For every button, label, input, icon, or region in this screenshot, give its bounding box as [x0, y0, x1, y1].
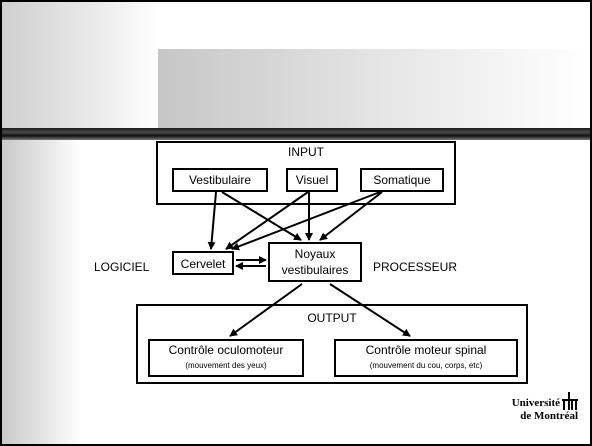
arrow-vestibulaire-cervelet	[207, 191, 217, 250]
output-label: OUTPUT	[307, 311, 357, 325]
somatique-box	[360, 168, 444, 192]
oculomoteur-subtitle: (mouvement des yeux)	[185, 361, 267, 370]
logo-line2: de Montréal	[520, 410, 578, 422]
top-left-gradient	[2, 2, 160, 128]
universite-de-montreal-logo: Université de Montréal	[468, 392, 578, 431]
header-gradient-band	[158, 49, 590, 128]
arrow-noyaux-spinal	[329, 283, 411, 337]
oculomoteur-box	[148, 339, 304, 377]
noyaux-line2: vestibulaires	[281, 263, 349, 277]
cervelet-label: Cervelet	[180, 257, 226, 271]
logo-text: Université	[512, 397, 560, 410]
somatique-label: Somatique	[373, 173, 431, 187]
cervelet-box	[172, 251, 234, 275]
spinal-subtitle: (mouvement du cou, corps, etc)	[369, 361, 483, 370]
spinal-title: Contrôle moteur spinal	[365, 343, 487, 357]
noyaux-line1: Noyaux	[294, 247, 336, 261]
building-icon	[562, 392, 578, 410]
arrow-visuel-cervelet	[225, 191, 309, 250]
logiciel-label: LOGICIEL	[94, 260, 150, 274]
header-divider-bar	[2, 128, 590, 140]
oculomoteur-title: Contrôle oculomoteur	[168, 343, 284, 357]
arrow-somatique-noyaux	[319, 191, 383, 241]
spinal-box	[334, 339, 518, 377]
arrow-noyaux-oculomoteur	[229, 283, 303, 337]
logo-text-2: de Montréal	[520, 410, 578, 423]
arrow-somatique-cervelet	[231, 191, 381, 251]
arrow-vestibulaire-noyaux	[221, 191, 302, 241]
visuel-box	[286, 168, 338, 192]
vestibulaire-box	[172, 168, 268, 192]
processeur-label: PROCESSEUR	[373, 260, 458, 274]
noyaux-box	[268, 242, 362, 282]
input-label: INPUT	[288, 145, 324, 159]
visuel-label: Visuel	[295, 173, 329, 187]
vestibulaire-label: Vestibulaire	[188, 173, 252, 187]
left-gradient-strip	[2, 140, 82, 444]
logo-line1: Université	[511, 397, 560, 409]
